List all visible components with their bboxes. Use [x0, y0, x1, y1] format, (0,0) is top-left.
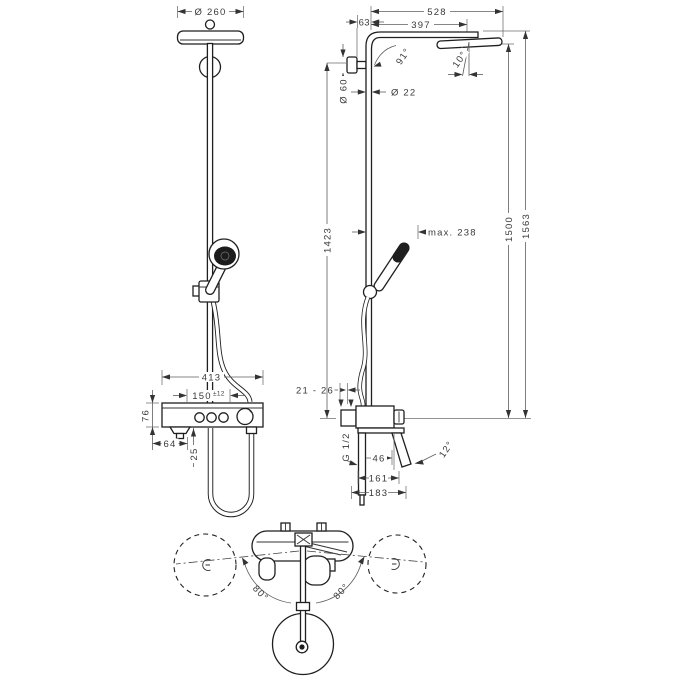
shelf-side — [357, 427, 405, 434]
dim-body-width: 413 — [161, 370, 264, 385]
select-button-1 — [194, 412, 205, 423]
dim-spout-offset: 46 — [365, 450, 393, 465]
dim-overall-depth: 183 — [351, 486, 407, 499]
shower-arm-side — [365, 31, 479, 411]
label-connection-tolerance: ±12 — [213, 391, 225, 398]
pipe-mount-bottom — [294, 532, 313, 547]
riser-pipe-front — [206, 42, 214, 405]
label-outlet-offset: 64 — [164, 439, 177, 450]
label-height-riser: 1423 — [322, 227, 333, 253]
thermostat-front — [161, 402, 264, 428]
label-height-overall: 1563 — [521, 213, 532, 239]
label-overall-depth: 183 — [369, 488, 388, 499]
label-spout-offset: 46 — [373, 453, 386, 464]
centerline-left — [175, 550, 300, 565]
select-button-3 — [218, 412, 229, 423]
label-wall-gap: 21 - 26 — [296, 385, 334, 396]
label-handshower-max: max. 238 — [428, 227, 477, 238]
label-height-head: 1500 — [504, 216, 515, 242]
shower-hose-front — [210, 300, 253, 403]
shower-hose-side — [357, 296, 371, 407]
dim-wall-gap: 21 - 26 — [296, 383, 360, 407]
label-head-diameter: Ø 260 — [195, 7, 227, 18]
spray-face — [214, 246, 236, 266]
riser-pipe-bottom — [299, 545, 307, 648]
handshower-mark-left — [202, 559, 211, 571]
label-swivel-right: 80° — [331, 581, 351, 602]
ball-joint-center — [299, 644, 305, 650]
dim-thread-size: G 1/2 — [340, 430, 358, 466]
label-bend-angle: 91° — [394, 46, 413, 67]
dim-reach-total: 528 — [370, 6, 504, 37]
label-swivel-left: 80° — [250, 583, 270, 604]
hose-loop-front — [207, 426, 258, 518]
dim-body-height: 76 — [140, 390, 159, 450]
label-body-width: 413 — [202, 372, 221, 383]
label-spout-angle: 12° — [437, 439, 456, 460]
overhead-shower-front — [176, 19, 245, 45]
dim-escutcheon-diameter: Ø 60 — [338, 44, 349, 106]
dim-head-diameter: Ø 260 — [177, 6, 244, 18]
front-view: Ø 260 — [140, 6, 264, 518]
outlet-thread-tip — [359, 494, 365, 506]
swivel-circle-left — [173, 533, 237, 597]
hand-shower-front — [205, 238, 240, 295]
bottom-view: 80° 80° — [173, 522, 427, 676]
spout-bottom — [258, 557, 276, 581]
label-reach-center: 397 — [411, 20, 430, 31]
ball-joint-front — [204, 19, 216, 30]
dim-spout-depth: 161 — [357, 471, 400, 484]
dim-bend-angle: 91° — [373, 45, 413, 67]
side-view: 528 397 63 — [296, 6, 532, 506]
handshower-mark-right — [391, 558, 400, 570]
dim-head-angle: 10° — [448, 41, 483, 78]
swivel-circle-right — [367, 534, 427, 594]
label-pipe-diameter: Ø 22 — [391, 87, 416, 98]
dim-outlet-offset: 64 — [152, 437, 188, 450]
thermostat-side — [340, 405, 412, 506]
hand-shower-side — [362, 242, 410, 300]
label-spout-depth: 161 — [369, 473, 388, 484]
label-drop-offset: 25 — [189, 448, 200, 461]
dim-drop-offset: 25 — [188, 428, 200, 467]
label-thread-size: G 1/2 — [341, 432, 352, 461]
label-connection-spacing: 150 — [192, 391, 211, 402]
wall-flange-side — [346, 56, 367, 74]
s-connector-side — [340, 409, 357, 427]
select-button-2 — [206, 412, 217, 423]
outlet-pipe-side — [357, 432, 367, 496]
overhead-shower-side — [436, 37, 503, 50]
dim-height-head: 1500 — [502, 43, 515, 418]
pipe-collar-bottom — [295, 601, 311, 612]
label-body-height: 76 — [140, 409, 151, 422]
dim-height-overall: 1563 — [483, 30, 532, 418]
dim-handshower-max: max. 238 — [352, 225, 477, 239]
knob-bottom — [302, 555, 331, 586]
dim-connection-spacing: 150 ±12 — [173, 389, 244, 403]
label-escutcheon-diameter: Ø 60 — [338, 78, 349, 103]
label-reach-total: 528 — [427, 7, 446, 18]
label-top-offset: 63 — [359, 17, 370, 28]
holder-clamp-side — [362, 284, 378, 300]
dim-pipe-diameter: Ø 22 — [351, 87, 416, 98]
hand-shower-head-side — [392, 242, 410, 263]
temperature-knob-front — [236, 407, 254, 426]
tub-spout-side — [391, 432, 412, 468]
dim-height-riser: 1423 — [320, 62, 347, 419]
dim-top-offset: 63 — [346, 15, 384, 28]
centerline-right — [306, 550, 425, 563]
outlet-front — [168, 426, 192, 440]
